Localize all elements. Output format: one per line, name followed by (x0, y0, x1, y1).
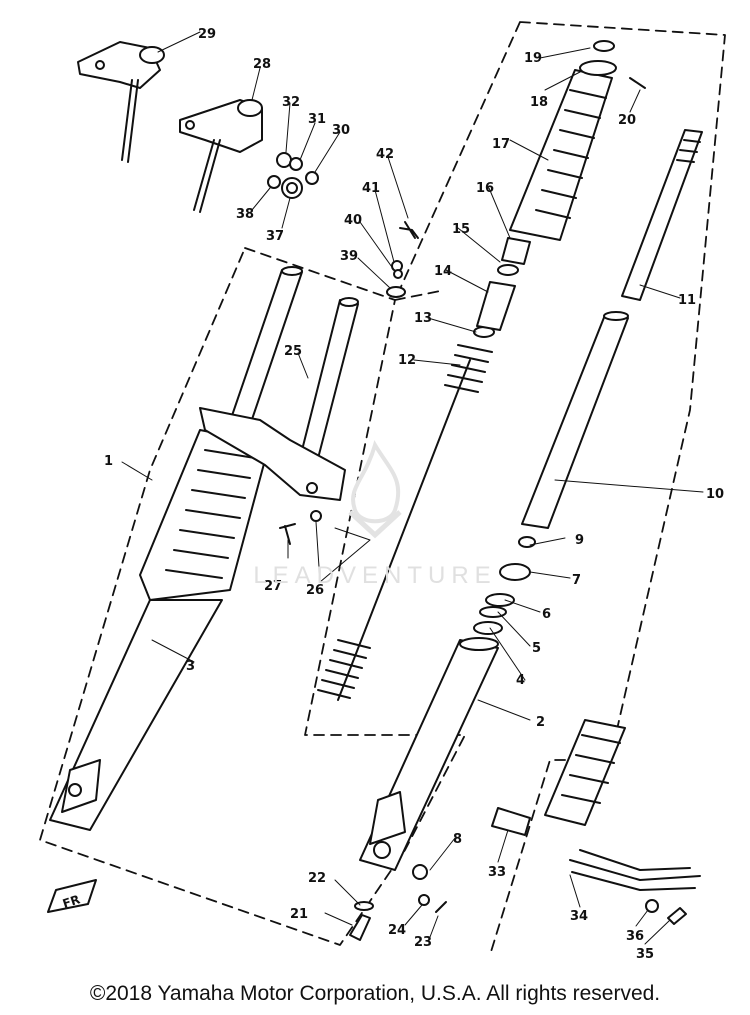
front-marker-label: FR (61, 892, 82, 911)
callout-6: 6 (542, 607, 551, 622)
part-1-left-fork-assembly (49, 266, 303, 831)
callout-16: 16 (476, 181, 494, 196)
callout-36: 36 (626, 929, 644, 944)
callout-38: 38 (236, 207, 254, 222)
callout-18: 18 (530, 95, 548, 110)
callout-19: 19 (524, 51, 542, 66)
part-28-lower-bracket (179, 99, 263, 213)
callout-1: 1 (104, 454, 113, 469)
callout-22: 22 (308, 871, 326, 886)
leader-lines (121, 31, 704, 945)
callout-2: 2 (536, 715, 545, 730)
callout-42: 42 (376, 147, 394, 162)
callout-5: 5 (532, 641, 541, 656)
front-fork-exploded-diagram: 29 28 32 31 30 38 37 42 41 40 39 25 1 3 … (39, 21, 726, 962)
callout-11: 11 (678, 293, 696, 308)
callout-28: 28 (253, 57, 271, 72)
parts-30-38-hardware (267, 152, 319, 199)
callout-27: 27 (264, 579, 282, 594)
callout-37: 37 (266, 229, 284, 244)
callout-17: 17 (492, 137, 510, 152)
callout-34: 34 (570, 909, 588, 924)
callout-41: 41 (362, 181, 380, 196)
callout-13: 13 (414, 311, 432, 326)
callout-4: 4 (516, 673, 525, 688)
part-29-upper-bracket (77, 41, 165, 163)
right-fork-group-boundary (394, 21, 726, 956)
callout-21: 21 (290, 907, 308, 922)
callout-9: 9 (575, 533, 584, 548)
callout-20: 20 (618, 113, 636, 128)
front-direction-marker (47, 879, 97, 913)
callout-29: 29 (198, 27, 216, 42)
top-bolt-group-boundary (394, 289, 446, 301)
part-2-right-fork-leg (359, 637, 499, 880)
callout-12: 12 (398, 353, 416, 368)
callout-7: 7 (572, 573, 581, 588)
parts-39-42-bolt-set (386, 221, 419, 298)
callout-30: 30 (332, 123, 350, 138)
callout-15: 15 (452, 222, 470, 237)
copyright-notice: ©2018 Yamaha Motor Corporation, U.S.A. A… (89, 982, 661, 1005)
parts-33-36-lower-hardware (491, 719, 701, 925)
parts-21-24-bolts (349, 894, 447, 941)
callout-24: 24 (388, 923, 406, 938)
callout-40: 40 (344, 213, 362, 228)
callout-3: 3 (186, 659, 195, 674)
callout-31: 31 (308, 112, 326, 127)
callout-14: 14 (434, 264, 452, 279)
part-11-inner-tube (621, 129, 703, 301)
callout-8: 8 (453, 832, 462, 847)
callout-26: 26 (306, 583, 324, 598)
callout-32: 32 (282, 95, 300, 110)
callout-39: 39 (340, 249, 358, 264)
part-17-upper-fork-boot (509, 40, 646, 241)
callout-23: 23 (414, 935, 432, 950)
callout-35: 35 (636, 947, 654, 962)
parts-13-16-spacers (473, 237, 531, 338)
callout-10: 10 (706, 487, 724, 502)
callout-25: 25 (284, 344, 302, 359)
callout-33: 33 (488, 865, 506, 880)
part-10-outer-tube (521, 311, 629, 529)
part-25-steering-stem (199, 297, 359, 545)
part-12-fork-spring (317, 344, 493, 701)
